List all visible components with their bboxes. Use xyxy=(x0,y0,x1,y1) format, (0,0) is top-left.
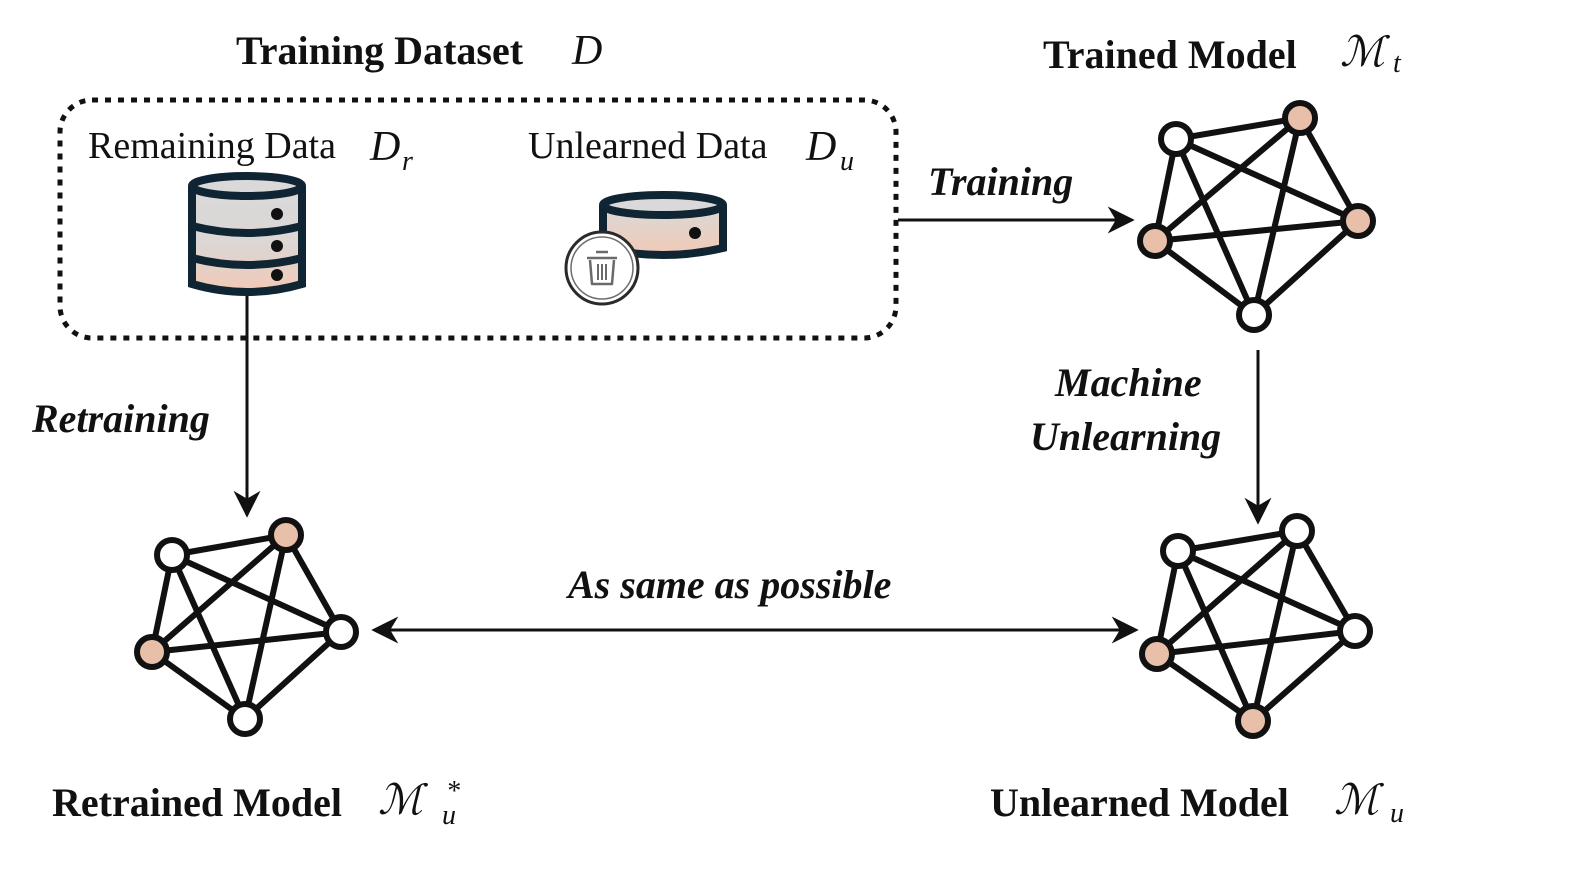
training-dataset-label: Training Dataset xyxy=(236,28,524,73)
network-node xyxy=(1139,636,1175,672)
unlearned-data-subscript: u xyxy=(840,146,854,177)
network-edge xyxy=(1251,117,1303,316)
network-edge xyxy=(150,532,288,655)
machine-unlearning-label-line1: Machine xyxy=(1054,360,1202,405)
unlearned-data-label-group: Unlearned Data D u xyxy=(528,124,854,177)
network-edge xyxy=(170,552,343,635)
network-edge xyxy=(242,629,344,722)
unlearned-model-title: Unlearned Model ℳ u xyxy=(990,778,1404,829)
training-dataset-title: Training Dataset D xyxy=(236,28,602,74)
network-edge xyxy=(151,629,342,655)
network-node xyxy=(134,634,170,670)
network-node xyxy=(154,537,190,573)
network-edge xyxy=(169,553,248,721)
network-node xyxy=(1279,513,1315,549)
network-edge xyxy=(1156,628,1356,657)
trained-model-subscript: t xyxy=(1393,48,1402,79)
network-edge xyxy=(1175,115,1301,142)
network-node xyxy=(1235,703,1271,739)
retrained-model-network xyxy=(134,517,359,737)
network-edge xyxy=(150,649,247,722)
dataset-box xyxy=(57,97,899,341)
network-node xyxy=(1160,533,1196,569)
unlearned-data-label: Unlearned Data xyxy=(528,125,768,167)
network-edge xyxy=(242,534,289,720)
network-node xyxy=(268,517,304,553)
network-edge xyxy=(283,533,344,634)
network-edge xyxy=(1294,529,1358,633)
network-edge xyxy=(1154,218,1359,244)
trash-icon xyxy=(564,230,640,306)
unlearned-model-label: Unlearned Model xyxy=(990,780,1289,825)
training-label: Training xyxy=(928,159,1073,204)
network-node xyxy=(1337,613,1373,649)
retrained-model-label: Retrained Model xyxy=(52,780,342,825)
retraining-arrow-group: Retraining xyxy=(31,296,261,518)
network-node xyxy=(1340,203,1376,239)
network-edge xyxy=(1153,238,1256,318)
unlearned-data-symbol: D xyxy=(805,124,836,170)
unlearned-model-subscript: u xyxy=(1390,798,1404,829)
comparison-label: As same as possible xyxy=(565,562,891,607)
trained-model-symbol: ℳ xyxy=(1340,30,1391,76)
remaining-database-icon xyxy=(188,172,306,296)
network-node xyxy=(1282,100,1318,136)
retraining-label: Retraining xyxy=(31,396,210,441)
trained-model-title: Trained Model ℳ t xyxy=(1043,30,1402,79)
network-node xyxy=(1137,223,1173,259)
network-edge xyxy=(1175,549,1256,723)
network-edge xyxy=(1297,116,1361,223)
machine-unlearning-arrow-group: Machine Unlearning xyxy=(1030,350,1272,525)
network-edge xyxy=(1173,137,1257,317)
remaining-data-label: Remaining Data xyxy=(88,125,336,167)
network-edge xyxy=(1155,528,1299,657)
remaining-data-label-group: Remaining Data D r xyxy=(88,124,413,177)
remaining-data-symbol: D xyxy=(369,124,400,170)
network-node xyxy=(1236,297,1272,333)
remaining-data-subscript: r xyxy=(402,146,413,177)
unlearned-database-icon xyxy=(599,191,727,259)
network-edge xyxy=(1177,528,1298,554)
network-node xyxy=(323,614,359,650)
network-edge xyxy=(1251,218,1361,318)
trained-model-network xyxy=(1137,100,1376,333)
retrained-model-subscript: u xyxy=(442,800,456,831)
network-edge xyxy=(171,532,287,558)
network-edge xyxy=(1250,530,1300,722)
network-edge xyxy=(1155,651,1255,724)
unlearned-model-network xyxy=(1139,513,1373,739)
network-node xyxy=(1158,121,1194,157)
retrained-model-superscript: * xyxy=(446,776,460,807)
comparison-arrow-group: As same as possible xyxy=(371,562,1139,644)
retrained-model-symbol: ℳ xyxy=(378,778,429,824)
network-edge xyxy=(1251,628,1357,724)
training-arrow-group: Training xyxy=(898,159,1135,234)
retrained-model-title: Retrained Model ℳ * u xyxy=(52,776,460,831)
network-node xyxy=(227,701,263,737)
machine-unlearning-label-line2: Unlearning xyxy=(1030,414,1221,459)
network-edge xyxy=(1153,115,1302,244)
dataset-symbol: D xyxy=(571,28,602,74)
trained-model-label: Trained Model xyxy=(1043,32,1297,77)
network-edge xyxy=(1176,548,1357,634)
network-edge xyxy=(1174,136,1360,224)
unlearned-model-symbol: ℳ xyxy=(1334,778,1385,824)
